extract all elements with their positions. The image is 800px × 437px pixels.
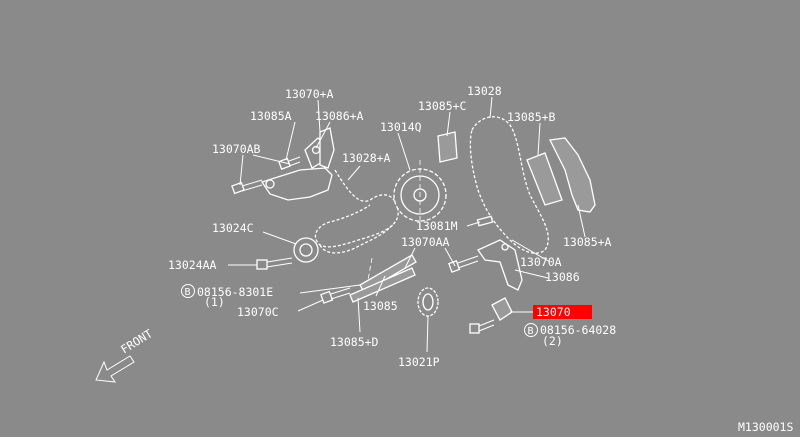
label-08156-64028[interactable]: 08156-64028 bbox=[540, 323, 616, 337]
bolt-13070AB[interactable] bbox=[231, 179, 263, 195]
secondary-timing-chain[interactable] bbox=[314, 169, 399, 254]
chain-guide-13085B[interactable] bbox=[526, 152, 563, 206]
bolt-13070C[interactable] bbox=[320, 287, 351, 304]
label-13070A-right[interactable]: 13070A bbox=[520, 255, 562, 269]
label-13014Q[interactable]: 13014Q bbox=[380, 120, 422, 134]
label-13070-A-top[interactable]: 13070+A bbox=[285, 87, 334, 101]
highlight-box-13070 bbox=[533, 305, 592, 319]
bolt-marker-right: B bbox=[524, 323, 538, 337]
label-13028[interactable]: 13028 bbox=[467, 84, 502, 98]
label-13028-A[interactable]: 13028+A bbox=[342, 151, 391, 165]
camshaft-sprocket-13014Q[interactable] bbox=[393, 160, 447, 228]
label-13070AA[interactable]: 13070AA bbox=[401, 235, 450, 249]
label-13024C[interactable]: 13024C bbox=[212, 221, 254, 235]
label-13070AB[interactable]: 13070AB bbox=[212, 142, 261, 156]
label-13086-A[interactable]: 13086+A bbox=[315, 109, 364, 123]
tensioner-arm-13086[interactable] bbox=[477, 239, 523, 291]
label-13085-A-right[interactable]: 13085+A bbox=[563, 235, 612, 249]
label-13085-B[interactable]: 13085+B bbox=[507, 110, 556, 124]
bolt-13085A[interactable] bbox=[278, 156, 301, 170]
label-13024AA[interactable]: 13024AA bbox=[168, 258, 217, 272]
label-08156-8301E-qty: (1) bbox=[204, 295, 225, 309]
label-13081M[interactable]: 13081M bbox=[416, 219, 458, 233]
pin-13081M[interactable] bbox=[476, 215, 494, 227]
label-13085A[interactable]: 13085A bbox=[250, 109, 292, 123]
label-08156-8301E[interactable]: 08156-8301E bbox=[197, 285, 273, 299]
primary-timing-chain[interactable] bbox=[469, 116, 549, 254]
front-label: FRONT bbox=[118, 326, 155, 356]
cover-plate-13024C[interactable] bbox=[293, 237, 319, 263]
label-13085-D[interactable]: 13085+D bbox=[330, 335, 379, 349]
label-13070C[interactable]: 13070C bbox=[237, 305, 279, 319]
bolt-08156-64028[interactable] bbox=[469, 319, 495, 334]
bolt-marker-letter-right: B bbox=[528, 326, 534, 337]
chain-guide-block-13085C[interactable] bbox=[437, 131, 458, 163]
bolt-13024AA[interactable] bbox=[256, 257, 293, 270]
label-13021P[interactable]: 13021P bbox=[398, 355, 440, 369]
chain-tensioner-13070[interactable] bbox=[491, 297, 513, 321]
bolt-marker-letter-left: B bbox=[185, 287, 191, 298]
crankshaft-sprocket-13021P[interactable] bbox=[417, 287, 439, 317]
left-chain-guide-arm[interactable] bbox=[260, 127, 335, 201]
bolt-marker-left: B bbox=[181, 284, 195, 298]
chain-guide-13085A-right[interactable] bbox=[549, 137, 596, 213]
chain-guide-rail-13085[interactable] bbox=[349, 254, 417, 303]
bolt-13070AA[interactable] bbox=[448, 255, 479, 273]
label-13085[interactable]: 13085 bbox=[363, 299, 398, 313]
label-08156-64028-qty: (2) bbox=[542, 334, 563, 348]
drawing-id: M130001S bbox=[738, 420, 793, 434]
label-13085-C[interactable]: 13085+C bbox=[418, 99, 467, 113]
front-direction-arrow: FRONT bbox=[95, 326, 155, 383]
leader-lines bbox=[228, 96, 586, 353]
label-13086[interactable]: 13086 bbox=[545, 270, 580, 284]
label-13070-highlighted[interactable]: 13070 bbox=[536, 305, 571, 319]
